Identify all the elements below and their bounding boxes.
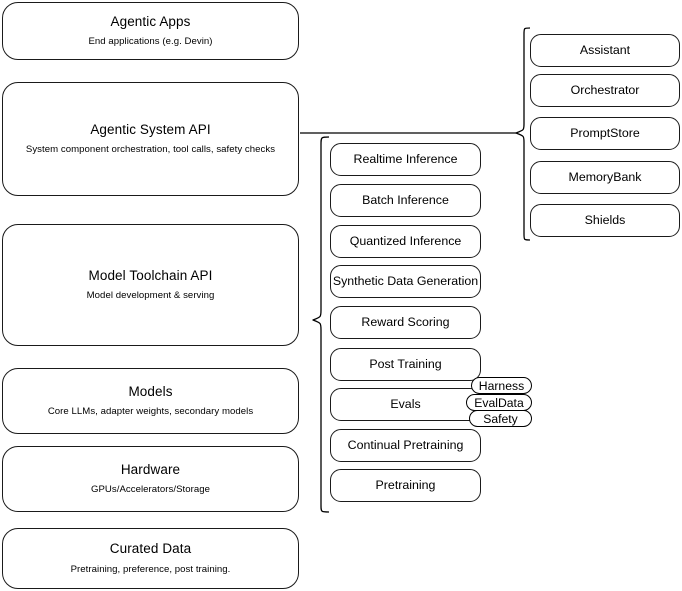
layer-title: Models [128, 383, 173, 399]
system-item-promptstore[interactable]: PromptStore [530, 117, 680, 150]
item-label: PromptStore [570, 125, 640, 140]
toolchain-brace [312, 136, 330, 513]
toolchain-item-realtime-inference[interactable]: Realtime Inference [330, 143, 481, 176]
layer-subtitle: GPUs/Accelerators/Storage [90, 484, 211, 496]
toolchain-item-reward-scoring[interactable]: Reward Scoring [330, 306, 481, 339]
item-label: Pretraining [375, 477, 436, 492]
item-label: Synthetic Data Generation [332, 273, 479, 288]
layer-subtitle: Pretraining, preference, post training. [70, 563, 231, 575]
item-label: Realtime Inference [353, 151, 458, 166]
toolchain-item-continual-pretraining[interactable]: Continual Pretraining [330, 429, 481, 462]
system-components-brace [515, 27, 531, 241]
item-label: Quantized Inference [349, 233, 462, 248]
pill-label: Safety [483, 411, 518, 426]
layer-title: Agentic Apps [110, 13, 191, 29]
pill-label: EvalData [474, 395, 524, 410]
system-item-orchestrator[interactable]: Orchestrator [530, 74, 680, 107]
toolchain-item-batch-inference[interactable]: Batch Inference [330, 184, 481, 217]
layer-subtitle: Core LLMs, adapter weights, secondary mo… [47, 406, 254, 418]
item-label: MemoryBank [568, 169, 642, 184]
eval-pill-evaldata[interactable]: EvalData [466, 394, 532, 411]
item-label: Reward Scoring [361, 314, 450, 329]
layer-subtitle: Model development & serving [86, 290, 215, 302]
system-item-memorybank[interactable]: MemoryBank [530, 161, 680, 194]
layer-models[interactable]: Models Core LLMs, adapter weights, secon… [2, 368, 299, 434]
layer-agentic-system-api[interactable]: Agentic System API System component orch… [2, 82, 299, 196]
layer-title: Agentic System API [90, 121, 211, 137]
item-label: Batch Inference [362, 192, 449, 207]
item-label: Assistant [579, 42, 631, 57]
layer-subtitle: End applications (e.g. Devin) [88, 36, 213, 48]
layer-subtitle: System component orchestration, tool cal… [25, 144, 276, 156]
eval-pill-harness[interactable]: Harness [471, 377, 532, 394]
item-label: Post Training [369, 356, 442, 371]
pill-label: Harness [478, 378, 525, 393]
layer-title: Model Toolchain API [88, 267, 213, 283]
layer-agentic-apps[interactable]: Agentic Apps End applications (e.g. Devi… [2, 2, 299, 60]
toolchain-item-post-training[interactable]: Post Training [330, 348, 481, 381]
layer-hardware[interactable]: Hardware GPUs/Accelerators/Storage [2, 446, 299, 512]
layer-title: Hardware [120, 461, 181, 477]
layer-curated-data[interactable]: Curated Data Pretraining, preference, po… [2, 528, 299, 589]
item-label: Continual Pretraining [347, 437, 464, 452]
eval-pill-safety[interactable]: Safety [469, 410, 532, 427]
item-label: Orchestrator [570, 82, 640, 97]
layer-title: Curated Data [109, 541, 192, 557]
system-item-shields[interactable]: Shields [530, 204, 680, 237]
item-label: Evals [390, 396, 421, 411]
system-item-assistant[interactable]: Assistant [530, 34, 680, 67]
toolchain-item-quantized-inference[interactable]: Quantized Inference [330, 225, 481, 258]
toolchain-item-pretraining[interactable]: Pretraining [330, 469, 481, 502]
layer-model-toolchain-api[interactable]: Model Toolchain API Model development & … [2, 224, 299, 346]
toolchain-item-evals[interactable]: Evals [330, 388, 481, 421]
toolchain-item-synthetic-data-generation[interactable]: Synthetic Data Generation [330, 265, 481, 298]
item-label: Shields [584, 212, 626, 227]
